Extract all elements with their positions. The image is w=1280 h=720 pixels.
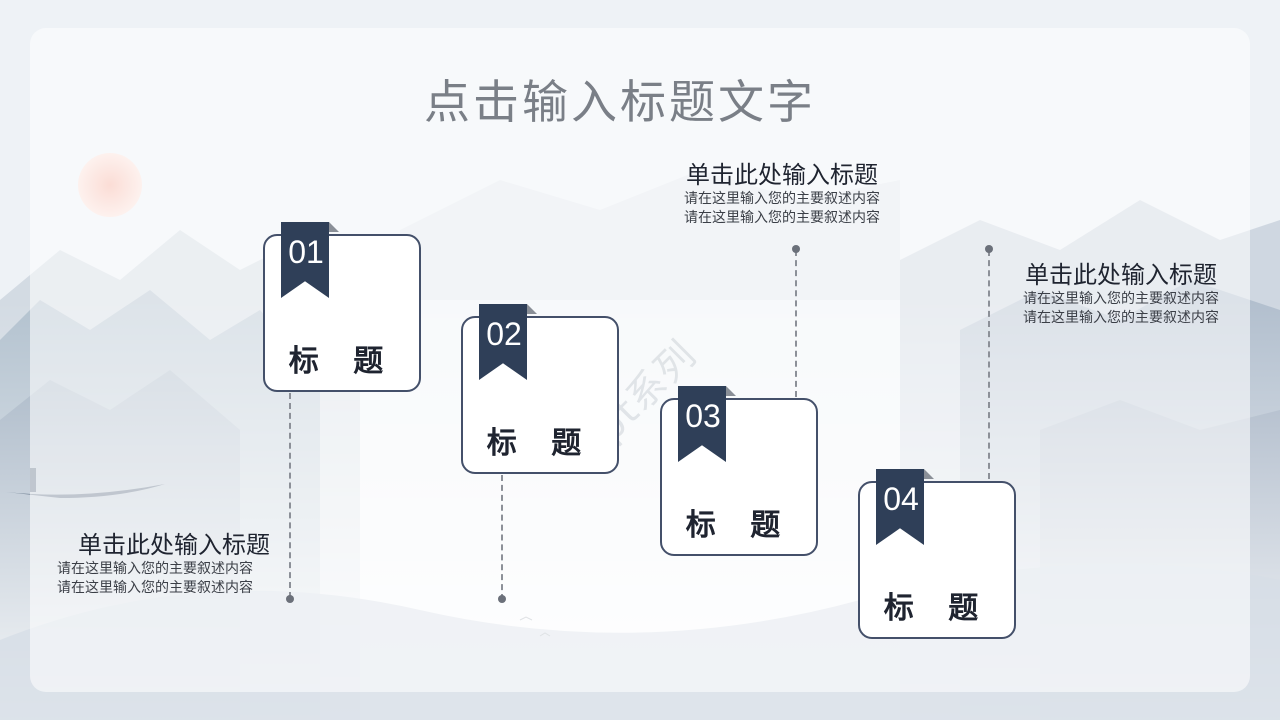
ribbon-fold (726, 386, 736, 396)
step-card-2[interactable]: 02 标 题 (461, 304, 619, 474)
ribbon-fold (527, 304, 537, 314)
step-number: 01 (288, 234, 324, 270)
connector-dot-3 (792, 245, 800, 253)
step-label: 标 题 (685, 508, 793, 543)
step-number: 04 (883, 481, 919, 517)
text-block-line: 请在这里输入您的主要叙述内容 (1023, 291, 1219, 307)
text-block-line: 请在这里输入您的主要叙述内容 (57, 561, 253, 577)
connector-dot-1 (286, 595, 294, 603)
step-card-1[interactable]: 01 标 题 (263, 222, 421, 392)
text-block-heading: 单击此处输入标题 (78, 531, 270, 559)
connector-line-2 (501, 475, 503, 600)
step-card-3[interactable]: 03 标 题 (660, 386, 818, 556)
content-panel (30, 28, 1250, 692)
slide-title[interactable]: 点击输入标题文字 (424, 75, 816, 129)
text-block-heading: 单击此处输入标题 (1025, 261, 1217, 289)
text-block-1[interactable]: 单击此处输入标题 请在这里输入您的主要叙述内容 请在这里输入您的主要叙述内容 (40, 530, 270, 598)
connector-line-4 (988, 250, 990, 479)
connector-line-3 (795, 250, 797, 397)
ribbon-fold (329, 222, 339, 232)
text-block-2[interactable]: 单击此处输入标题 请在这里输入您的主要叙述内容 请在这里输入您的主要叙述内容 (668, 160, 896, 228)
step-number: 03 (685, 398, 721, 434)
ribbon-fold (924, 469, 934, 479)
connector-dot-4 (985, 245, 993, 253)
step-label: 标 题 (486, 426, 594, 461)
step-label: 标 题 (288, 344, 396, 379)
step-number: 02 (486, 316, 522, 352)
step-card-4[interactable]: 04 标 题 (858, 469, 1016, 639)
connector-line-1 (289, 393, 291, 598)
text-block-line: 请在这里输入您的主要叙述内容 (684, 210, 880, 226)
text-block-line: 请在这里输入您的主要叙述内容 (1023, 310, 1219, 326)
text-block-3[interactable]: 单击此处输入标题 请在这里输入您的主要叙述内容 请在这里输入您的主要叙述内容 (1006, 260, 1236, 328)
step-label: 标 题 (883, 591, 991, 626)
text-block-heading: 单击此处输入标题 (686, 161, 878, 189)
text-block-line: 请在这里输入您的主要叙述内容 (684, 191, 880, 207)
connector-dot-2 (498, 595, 506, 603)
text-block-line: 请在这里输入您的主要叙述内容 (57, 580, 253, 596)
